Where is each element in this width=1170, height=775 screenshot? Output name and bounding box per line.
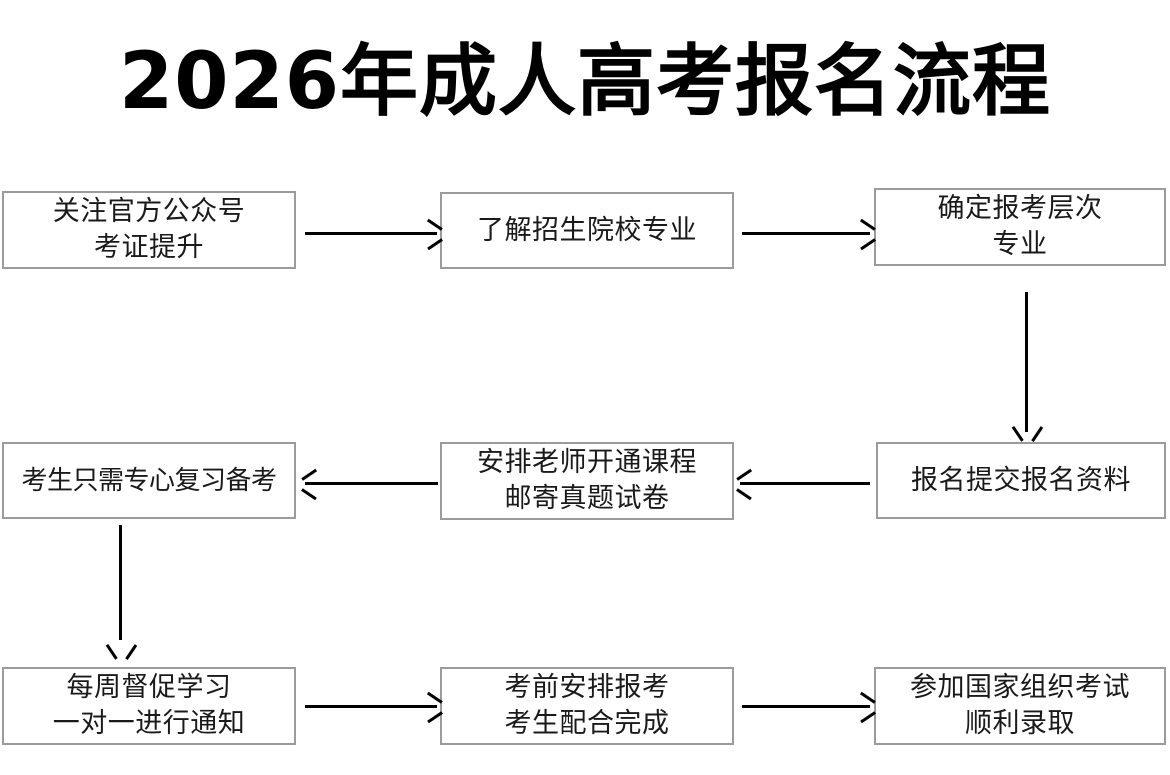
node-line: 考前安排报考 [504,672,670,703]
node-line: 考证提升 [94,232,204,263]
flow-node-learn-schools-majors[interactable]: 了解招生院校专业 [440,192,734,269]
flow-node-follow-official-account[interactable]: 关注官方公众号 考证提升 [2,191,296,269]
arrow-confirm-to-submit [1025,292,1028,432]
node-line: 一对一进行通知 [52,708,246,739]
node-line: 报名提交报名资料 [911,464,1131,496]
node-line: 参加国家组织考试 [910,672,1130,703]
node-line: 考生只需专心复习备考 [21,465,277,496]
node-line: 了解招生院校专业 [477,214,697,246]
flow-node-pre-exam-registration[interactable]: 考前安排报考 考生配合完成 [440,667,734,745]
flow-node-submit-application-materials[interactable]: 报名提交报名资料 [876,442,1166,519]
arrow-preexam-to-exam [742,705,870,708]
arrow-student-to-weekly [119,525,122,640]
arrow-submit-to-teacher [740,482,870,485]
node-line: 关注官方公众号 [52,196,246,227]
node-line: 邮寄真题试卷 [504,483,670,514]
node-line: 考生配合完成 [504,708,670,739]
arrow-follow-to-learn [305,232,437,235]
flow-node-weekly-study-supervision[interactable]: 每周督促学习 一对一进行通知 [2,667,296,745]
arrow-weekly-to-preexam [305,705,437,708]
flow-node-student-focus-review[interactable]: 考生只需专心复习备考 [2,442,296,519]
node-line: 专业 [992,229,1048,260]
page-title: 2026年成人高考报名流程 [118,37,1052,127]
flow-node-confirm-level-major[interactable]: 确定报考层次 专业 [874,188,1166,266]
node-line: 每周督促学习 [66,672,232,703]
flow-node-teacher-course-papers[interactable]: 安排老师开通课程 邮寄真题试卷 [440,442,734,520]
arrow-teacher-to-student [305,482,438,485]
node-line: 安排老师开通课程 [477,447,697,478]
node-line: 顺利录取 [965,708,1075,739]
flow-node-national-exam-admission[interactable]: 参加国家组织考试 顺利录取 [874,667,1166,745]
arrow-learn-to-confirm [742,232,870,235]
node-line: 确定报考层次 [937,193,1103,224]
